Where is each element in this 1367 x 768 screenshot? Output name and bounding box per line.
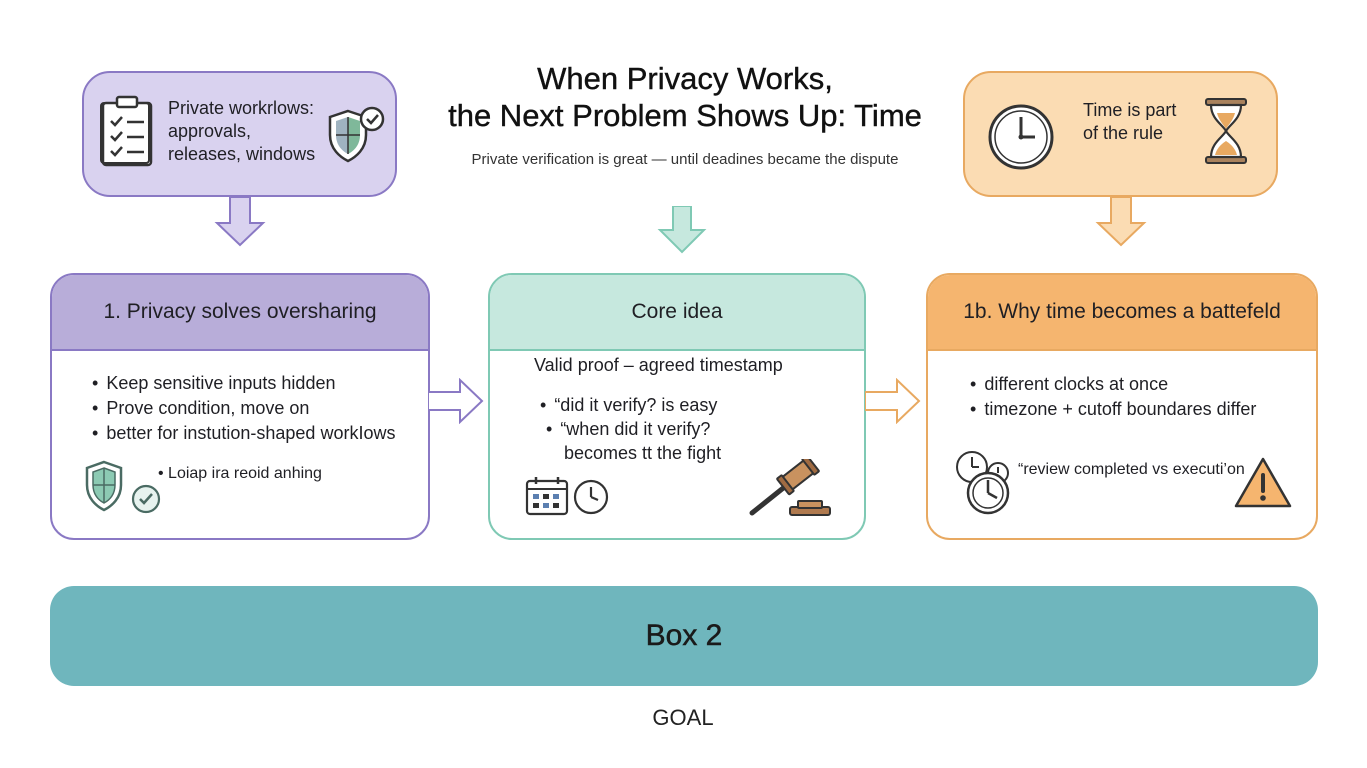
goal-label: GOAL [652,705,714,730]
check-circle-icon [131,484,161,514]
card-2-bullet: “did it verify? is easy [540,393,717,417]
goal-bar: Box 2 [50,586,1318,686]
clock-icon [573,479,609,515]
callout-left-line-2: approvals, [168,121,252,141]
card-1-bullet: Prove condition, move on [92,396,395,421]
card-2-continuation: becomes tt the fight [564,443,722,463]
subtitle: Private verification is great — until de… [471,151,899,168]
card-1-bullet: better for instution-shaped workIows [92,421,395,446]
arrow-down-right [1095,197,1147,247]
card-2-bullet: “when did it verify? [546,417,717,441]
callout-right-line-2: of the rule [1083,123,1164,143]
page-title: When Privacy Works, the Next Problem Sho… [395,60,975,134]
checklist-icon [100,95,153,167]
warning-icon [1234,457,1292,508]
arrow-down-left [214,197,266,247]
gavel-icon [749,459,831,516]
title-line-1: When Privacy Works, [537,61,833,96]
card-1-header: 1. Privacy solves oversharing [52,275,428,351]
shield-icon [85,460,123,512]
title-line-2: the Next Problem Shows Up: Time [448,98,922,133]
card-2-bullets: “did it verify? is easy “when did it ver… [540,393,717,441]
goal-bar-label: Box 2 [645,619,723,653]
card-3-bullet: different clocks at once [970,372,1256,397]
clocks-icon [956,451,1010,515]
arrow-right-2 [865,378,921,424]
arrow-right-1 [428,378,484,424]
arrow-down-center [657,206,707,254]
card-why-time-battlefield: 1b. Why time becomes a battefeld differe… [926,273,1318,540]
card-3-footnote: “review completed vs executi’on [1018,461,1245,478]
card-1-footnote: • Loiap ira reoid anhing [158,465,322,482]
calendar-icon [525,477,569,516]
card-3-bullets: different clocks at once timezone + cuto… [970,372,1256,422]
card-core-idea: Core idea Valid proof – agreed timestamp… [488,273,866,540]
callout-left-line-1: Private workrlows: [168,98,315,118]
card-3-header: 1b. Why time becomes a battefeld [928,275,1316,351]
card-3-bullet: timezone + cutoff boundares differ [970,397,1256,422]
callout-private-workflows: Private workrlows: approvals, releases, … [82,71,397,197]
card-1-bullet: Keep sensitive inputs hidden [92,371,395,396]
card-privacy-solves-oversharing: 1. Privacy solves oversharing Keep sensi… [50,273,430,540]
callout-left-line-3: releases, windows [168,144,316,164]
callout-time-rule: Time is part of the rule [963,71,1278,197]
card-2-header: Core idea [490,275,864,351]
card-1-bullets: Keep sensitive inputs hidden Prove condi… [92,371,395,446]
shield-check-icon [328,106,385,163]
callout-right-line-1: Time is part [1083,100,1177,120]
clock-icon [988,104,1054,170]
card-2-lead: Valid proof – agreed timestamp [534,355,783,375]
hourglass-icon [1205,98,1247,164]
